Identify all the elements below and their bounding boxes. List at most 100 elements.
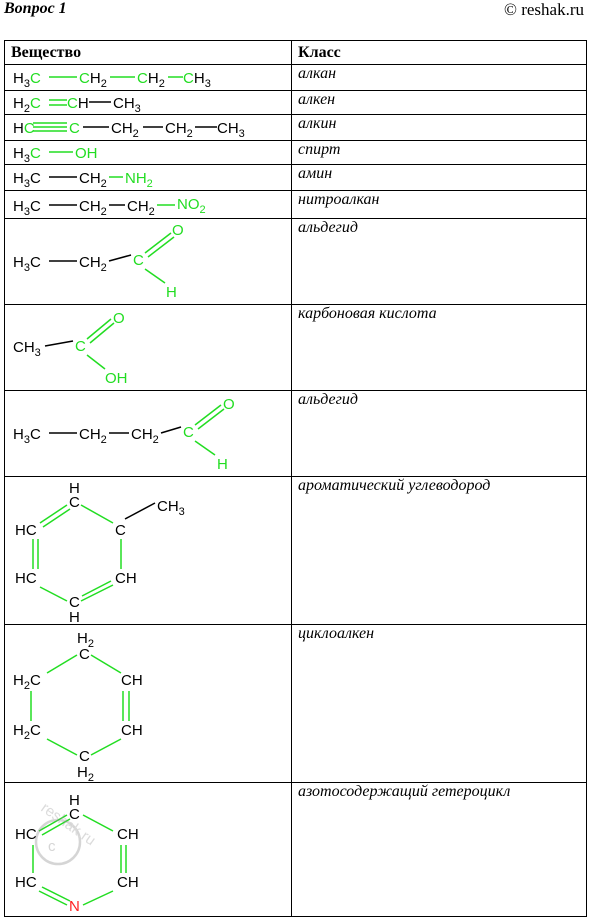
svg-text:H3C: H3C: [13, 254, 41, 274]
svg-text:CH2: CH2: [79, 170, 107, 190]
svg-text:HC: HC: [13, 120, 35, 137]
svg-text:CH2: CH2: [131, 426, 159, 446]
svg-text:HC: HC: [15, 570, 37, 587]
svg-text:CH3: CH3: [157, 498, 185, 518]
table-row: H C CH3 HC C HC CH C H: [4, 476, 587, 625]
svg-text:CH2: CH2: [79, 254, 107, 274]
svg-text:CH2: CH2: [137, 70, 165, 90]
svg-text:C: C: [69, 120, 80, 137]
svg-text:NH2: NH2: [125, 170, 153, 190]
svg-text:C: C: [115, 522, 126, 539]
substance-formula: HC C CH2 CH2 CH3: [4, 114, 292, 141]
class-cell: альдегид: [291, 218, 587, 305]
table-row: H3C CH2 CH2 C O H альдегид: [4, 390, 587, 477]
svg-text:CH2: CH2: [79, 198, 107, 218]
svg-text:C: C: [69, 594, 80, 611]
class-cell: амин: [291, 164, 587, 191]
class-cell: нитроалкан: [291, 190, 587, 219]
table-row: H2 C H2C CH H2C CH C H2 циклоалкен: [4, 624, 587, 783]
svg-text:C: C: [75, 338, 86, 355]
svg-text:H2C: H2C: [13, 722, 41, 742]
svg-text:NO2: NO2: [177, 196, 206, 216]
svg-text:CH3: CH3: [113, 95, 141, 114]
svg-text:CH2: CH2: [79, 426, 107, 446]
table-row: H C HC CH HC CH N азотосодержащий гетеро…: [4, 782, 587, 917]
table-row: H3C CH2 CH2 NO2 нитроалкан: [4, 190, 587, 219]
svg-text:CH3: CH3: [217, 120, 245, 140]
svg-text:H3C: H3C: [13, 145, 41, 164]
substance-class-table: Вещество Класс H3C CH2 CH2 CH3 алкан H2C…: [4, 40, 587, 917]
copyright-text: © reshak.ru: [504, 0, 584, 19]
svg-text:C: C: [79, 646, 90, 663]
svg-text:H: H: [166, 284, 177, 301]
substance-formula: H C HC CH HC CH N: [4, 782, 292, 917]
class-cell: циклоалкен: [291, 624, 587, 783]
svg-text:CH: CH: [117, 826, 139, 843]
svg-text:CH2: CH2: [127, 198, 155, 218]
svg-text:H2C: H2C: [13, 95, 41, 114]
svg-text:C: C: [133, 252, 144, 269]
svg-text:N: N: [69, 898, 80, 915]
svg-text:OH: OH: [105, 370, 128, 387]
table-row: H3C CH2 C O H альдегид: [4, 218, 587, 305]
table-row: HC C CH2 CH2 CH3 алкин: [4, 114, 587, 141]
svg-text:H2C: H2C: [13, 672, 41, 692]
svg-text:O: O: [172, 222, 184, 239]
substance-formula: H3C CH2 C O H: [4, 218, 292, 305]
svg-text:H: H: [69, 480, 80, 497]
class-cell: альдегид: [291, 390, 587, 477]
svg-text:CH: CH: [121, 672, 143, 689]
svg-text:CH: CH: [121, 722, 143, 739]
svg-text:H3C: H3C: [13, 70, 41, 90]
substance-formula: H3C CH2 CH2 C O H: [4, 390, 292, 477]
svg-text:OH: OH: [75, 145, 98, 162]
svg-text:HC: HC: [15, 522, 37, 539]
svg-text:CH: CH: [115, 570, 137, 587]
svg-text:H3C: H3C: [13, 426, 41, 446]
class-cell: карбоновая кислота: [291, 304, 587, 391]
substance-formula: H3C CH2 CH2 CH3: [4, 64, 292, 91]
table-row: H3C OH спирт: [4, 140, 587, 165]
table-header-row: Вещество Класс: [4, 40, 587, 65]
class-cell: алкен: [291, 90, 587, 115]
substance-formula: H2 C H2C CH H2C CH C H2: [4, 624, 292, 783]
svg-text:CH: CH: [67, 95, 89, 112]
substance-formula: CH3 C O OH: [4, 304, 292, 391]
table-row: H3C CH2 CH2 CH3 алкан: [4, 64, 587, 91]
class-cell: азотосодержащий гетероцикл: [291, 782, 587, 917]
svg-text:CH3: CH3: [183, 70, 211, 90]
svg-text:H: H: [69, 792, 80, 809]
substance-formula: H3C CH2 NH2: [4, 164, 292, 191]
svg-text:H3C: H3C: [13, 198, 41, 218]
svg-text:HC: HC: [15, 874, 37, 891]
svg-text:CH2: CH2: [79, 70, 107, 90]
svg-text:H3C: H3C: [13, 170, 41, 190]
svg-text:O: O: [113, 310, 125, 327]
svg-text:H: H: [69, 609, 80, 624]
substance-formula: H C CH3 HC C HC CH C H: [4, 476, 292, 625]
class-cell: алкин: [291, 114, 587, 141]
substance-formula: H3C CH2 CH2 NO2: [4, 190, 292, 219]
table-row: CH3 C O OH карбоновая кислота: [4, 304, 587, 391]
svg-text:CH2: CH2: [111, 120, 139, 140]
svg-text:H: H: [217, 456, 228, 473]
table-row: H2C CH CH3 алкен: [4, 90, 587, 115]
class-cell: спирт: [291, 140, 587, 165]
column-header-class: Класс: [291, 40, 587, 65]
svg-text:C: C: [183, 424, 194, 441]
question-title: Вопрос 1: [4, 0, 67, 17]
svg-text:CH2: CH2: [165, 120, 193, 140]
svg-text:HC: HC: [15, 826, 37, 843]
svg-text:C: C: [69, 494, 80, 511]
class-cell: алкан: [291, 64, 587, 91]
svg-text:C: C: [69, 806, 80, 823]
table-row: H3C CH2 NH2 амин: [4, 164, 587, 191]
class-cell: ароматический углеводород: [291, 476, 587, 625]
substance-formula: H3C OH: [4, 140, 292, 165]
column-header-substance: Вещество: [4, 40, 292, 65]
svg-text:CH: CH: [117, 874, 139, 891]
svg-text:O: O: [223, 396, 235, 413]
svg-text:H2: H2: [77, 764, 94, 782]
svg-text:CH3: CH3: [13, 339, 41, 359]
svg-text:C: C: [79, 748, 90, 765]
